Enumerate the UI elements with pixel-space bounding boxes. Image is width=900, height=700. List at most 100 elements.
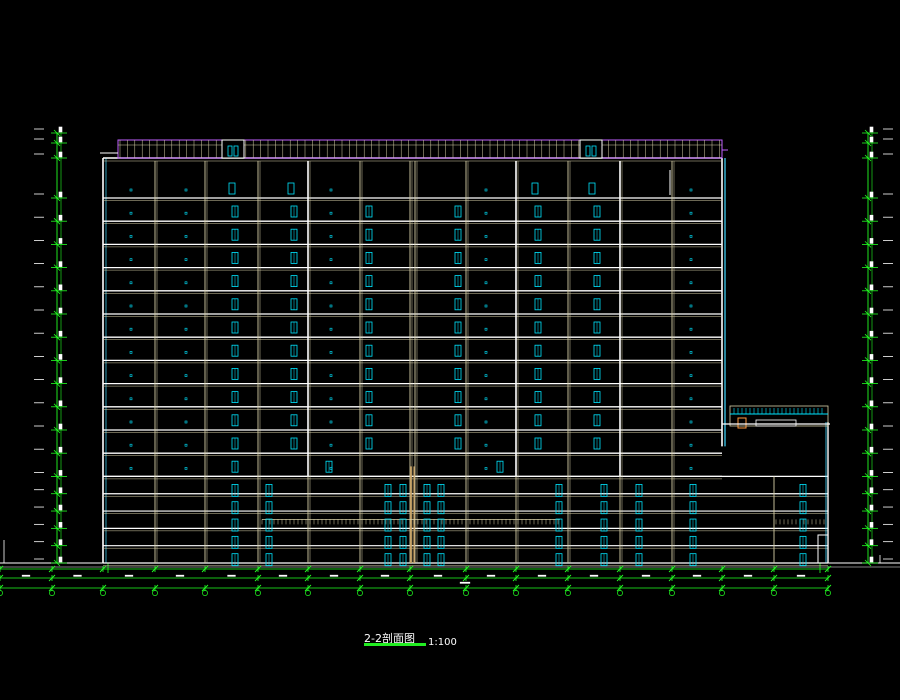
axis-bubble [463, 590, 469, 596]
elevation-tick [864, 490, 872, 498]
dimension-tick [718, 565, 726, 573]
elevation-tick [53, 449, 61, 457]
elevation-text-mark [869, 330, 874, 337]
dimension-text-mark [124, 574, 134, 577]
section-tick [484, 443, 488, 447]
dimension-tick [824, 574, 832, 582]
axis-bubble [513, 590, 519, 596]
dimension-tick [668, 574, 676, 582]
dimension-tick [99, 584, 107, 592]
dimension-text-mark [21, 574, 31, 577]
elevation-text-mark [869, 539, 874, 545]
dimension-tick [0, 565, 4, 570]
bottom-dimension-chain [0, 565, 832, 596]
section-tick [689, 188, 693, 192]
elevation-tick [864, 310, 872, 318]
elevation-tick [864, 139, 872, 147]
dimension-text-mark [796, 574, 806, 577]
section-tick [329, 351, 333, 354]
elevation-tick [864, 449, 872, 457]
dimension-tick [824, 584, 832, 592]
right-elevation-dimension-chain [862, 126, 893, 567]
dimension-tick [564, 574, 572, 582]
elevation-tick [864, 473, 872, 480]
axis-bubble [669, 590, 675, 596]
dimension-tick [770, 584, 778, 592]
elevation-tick [864, 507, 872, 515]
dimension-tick [201, 565, 209, 573]
dimension-tick [564, 565, 572, 573]
dimension-tick [356, 584, 364, 592]
dimension-text-mark [329, 574, 339, 577]
dimension-tick [356, 574, 364, 582]
section-tick [329, 281, 333, 285]
dimension-tick [770, 574, 778, 582]
elevation-tick [864, 559, 872, 567]
axis-bubble [100, 590, 106, 596]
elevation-text-mark [869, 522, 874, 528]
elevation-text-mark [869, 556, 874, 563]
axis-bubble [49, 590, 55, 596]
section-tick [329, 235, 333, 238]
section-tick [329, 258, 333, 261]
axis-bubble [305, 590, 311, 596]
section-tick [129, 374, 133, 377]
axis-bubble [565, 590, 571, 596]
dimension-tick [564, 584, 572, 592]
drawing-scale: 1:100 [428, 637, 457, 648]
elevation-text-mark [58, 126, 63, 133]
elevation-tick [864, 380, 872, 387]
section-tick [129, 467, 133, 470]
elevation-text-mark [58, 446, 63, 453]
dimension-tick [48, 574, 56, 582]
dimension-text-mark [175, 574, 185, 577]
elevation-text-mark [869, 446, 874, 453]
window-mark [228, 182, 236, 195]
dimension-text-mark [589, 574, 599, 577]
elevation-tick [864, 154, 872, 162]
dimension-text-mark [743, 574, 753, 577]
dimension-tick [668, 584, 676, 592]
elevation-tick [53, 380, 61, 387]
section-tick [689, 374, 693, 377]
elevation-text-mark [58, 377, 63, 383]
elevation-tick [864, 194, 872, 202]
elevation-text-mark [58, 238, 63, 244]
elevation-tick [864, 287, 872, 295]
elevation-text-mark [58, 191, 63, 198]
dimension-tick [462, 584, 470, 592]
elevation-text-mark [869, 284, 874, 291]
elevation-text-mark [58, 330, 63, 337]
dimension-text-mark [227, 574, 236, 577]
drawing-title: 2-2剖面图 [364, 632, 415, 645]
elevation-text-mark [869, 214, 874, 221]
section-tick [129, 397, 133, 401]
elevation-tick [53, 194, 61, 202]
section-tick [689, 443, 693, 447]
dimension-text-mark [641, 574, 651, 577]
section-tick [129, 420, 133, 424]
section-tick [329, 374, 333, 377]
elevation-tick [53, 310, 61, 318]
axis-bubble [825, 590, 831, 596]
dimension-tick [0, 584, 4, 589]
section-tick [689, 304, 693, 308]
annex-parapet [729, 405, 829, 427]
entry-canopy [817, 534, 829, 564]
section-tick [329, 304, 333, 308]
elevation-text-mark [58, 470, 63, 476]
section-tick [184, 397, 188, 401]
section-tick [129, 304, 133, 308]
dimension-text-mark [380, 574, 390, 577]
elevation-tick [864, 357, 872, 364]
axis-bubble [152, 590, 158, 596]
dimension-tick [512, 584, 520, 592]
elevation-tick [864, 525, 872, 532]
dimension-tick [824, 565, 832, 573]
section-tick [129, 235, 133, 238]
elevation-text-mark [58, 214, 63, 221]
elevation-text-mark [869, 423, 874, 430]
section-tick [689, 397, 693, 401]
dimension-tick [616, 565, 624, 573]
title-underline [364, 643, 426, 646]
